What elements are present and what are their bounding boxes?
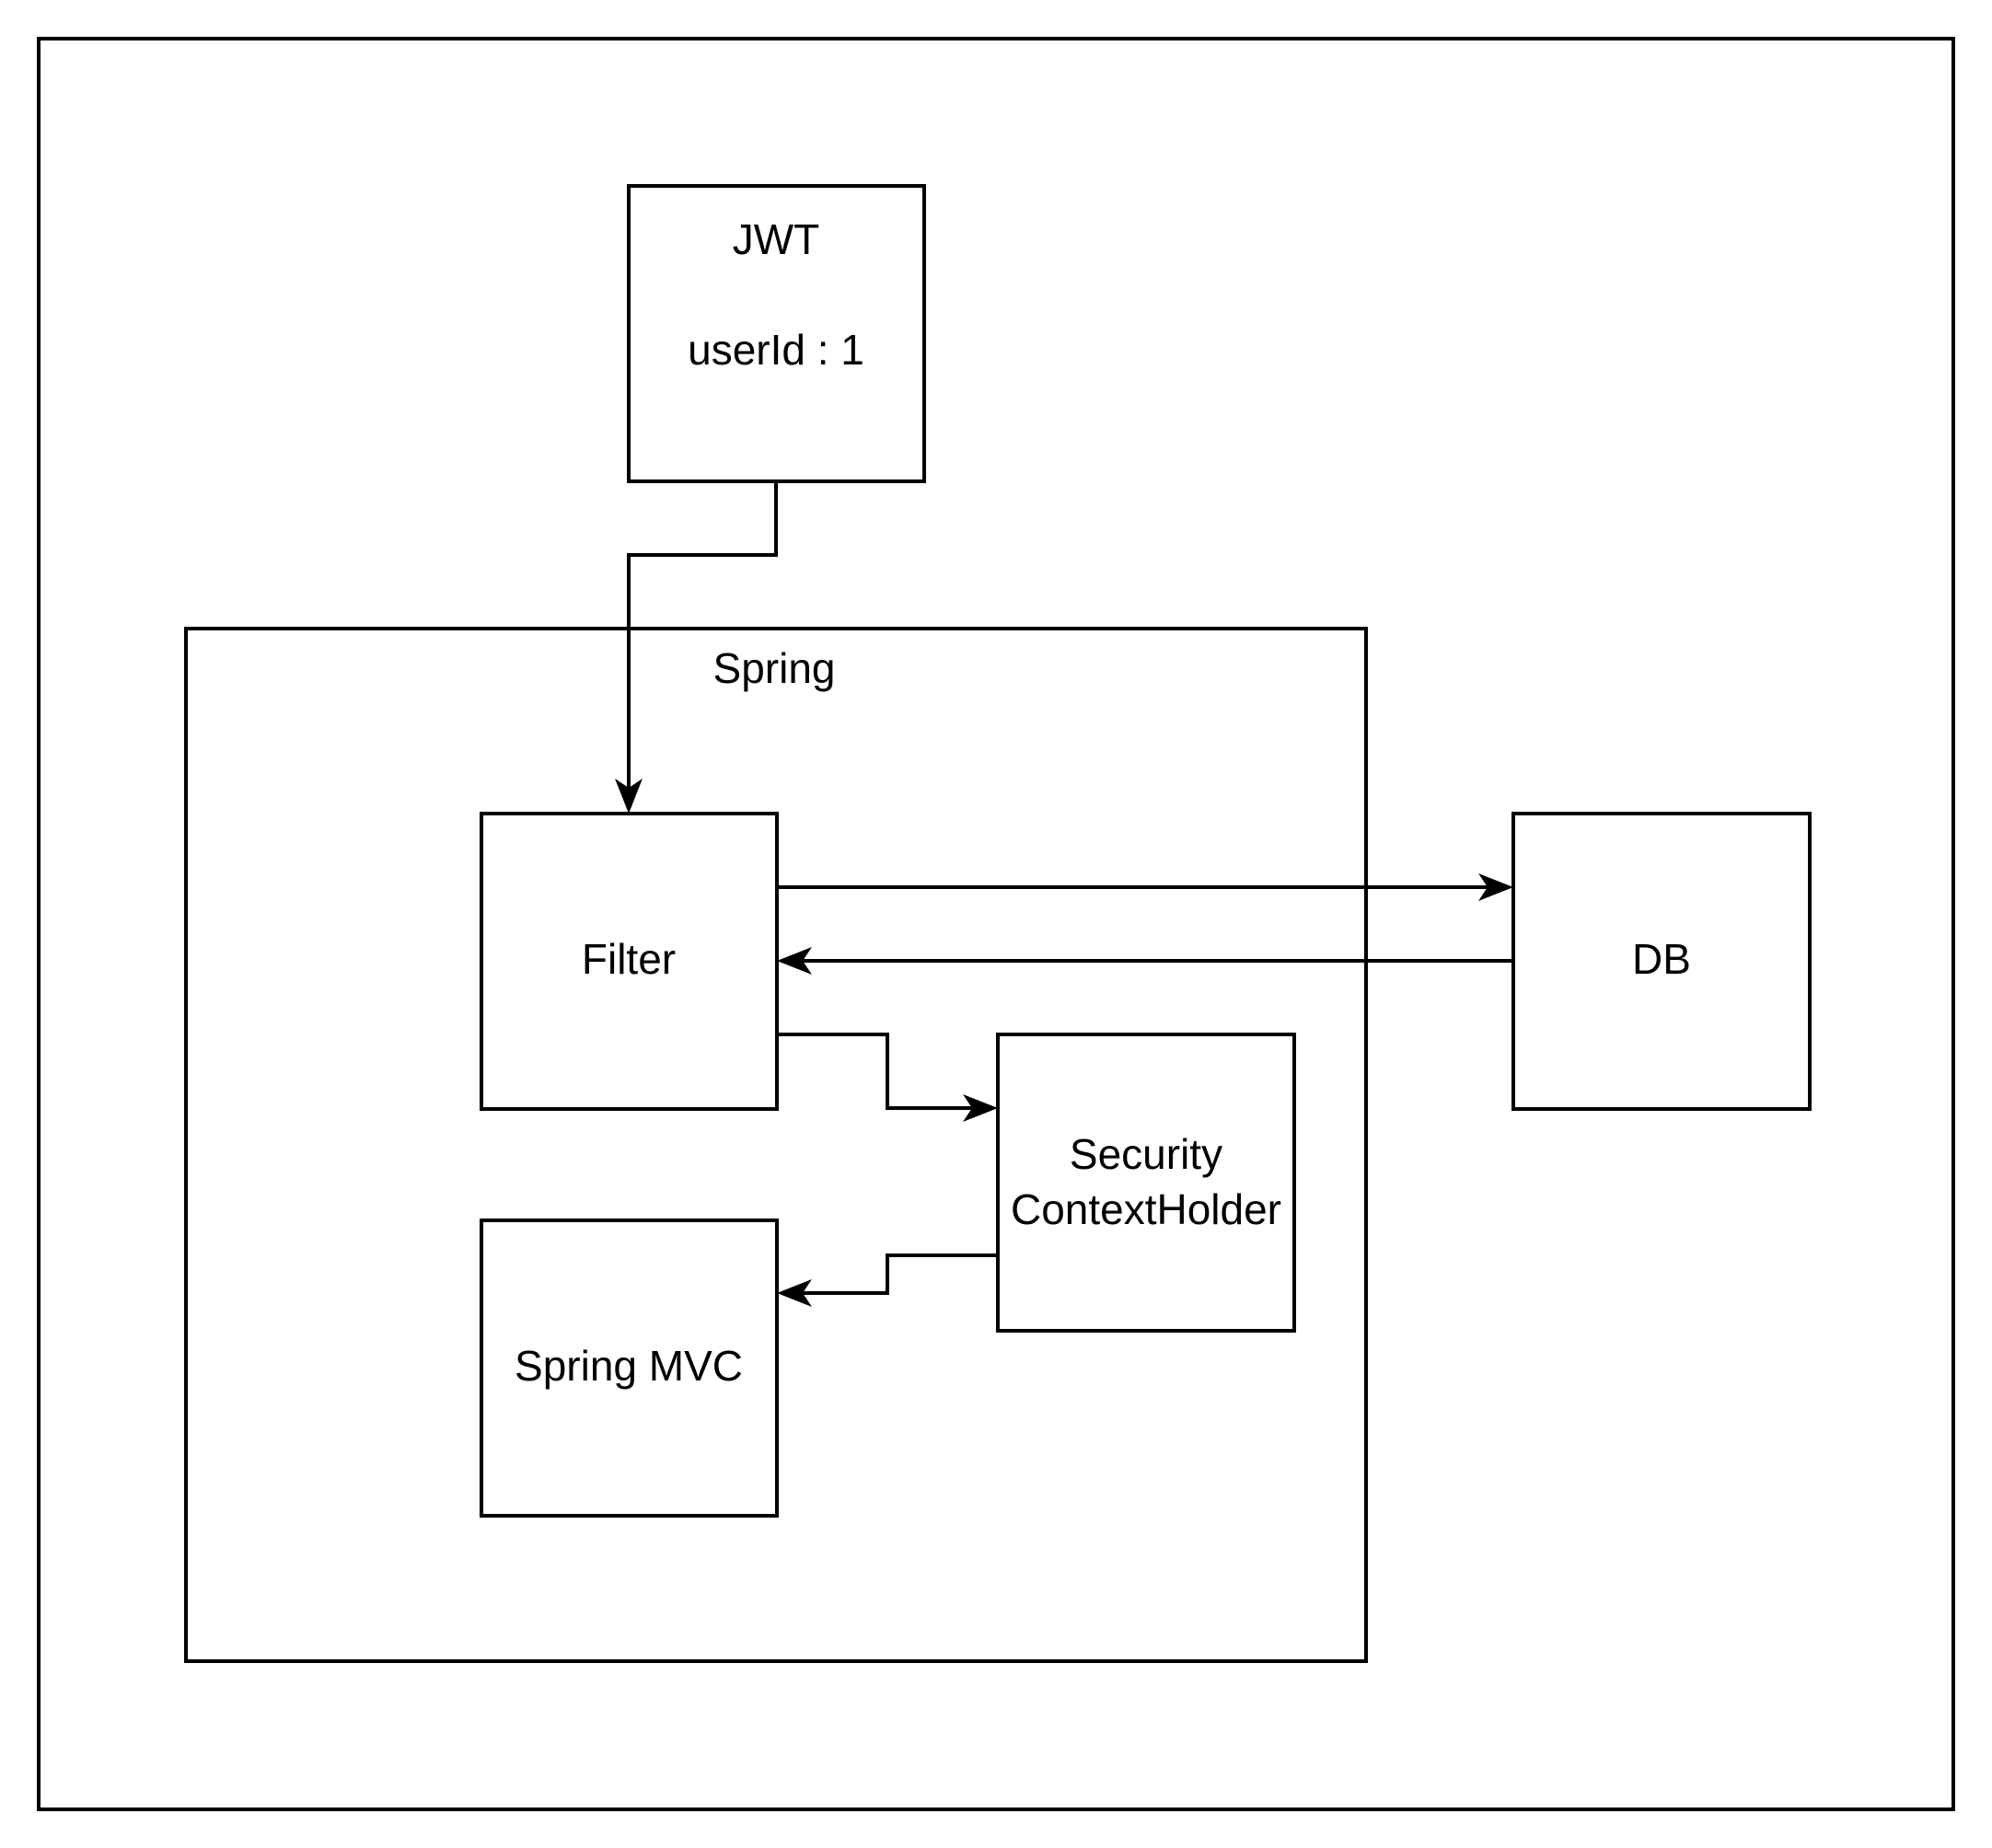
filter-box xyxy=(480,812,779,1111)
security-context-holder-box xyxy=(996,1033,1296,1333)
arrowhead-jwt-to-filter xyxy=(615,779,643,814)
security-context-holder-line1: Security xyxy=(1070,1130,1222,1178)
edges xyxy=(615,481,1513,1307)
arrowhead-security-to-springmvc xyxy=(777,1279,812,1307)
edge-security-to-springmvc xyxy=(799,1253,998,1295)
edge-filter-to-security xyxy=(777,1033,976,1110)
jwt-title: JWT xyxy=(733,215,820,263)
spring-mvc-label: Spring MVC xyxy=(515,1342,743,1390)
db-node: DB xyxy=(1511,812,1812,1111)
spring-mvc-node: Spring MVC xyxy=(480,1219,779,1518)
edge-jwt-to-filter xyxy=(627,481,778,791)
arrowhead-db-to-filter xyxy=(777,947,812,975)
jwt-node: JWT userId : 1 xyxy=(627,184,926,483)
spring-container-border xyxy=(184,627,1368,1663)
arrowhead-filter-to-db xyxy=(1478,873,1513,901)
jwt-detail: userId : 1 xyxy=(688,326,864,374)
spring-mvc-box xyxy=(480,1219,779,1518)
security-context-holder-node: Security ContextHolder xyxy=(996,1033,1296,1333)
jwt-box xyxy=(627,184,926,483)
filter-node: Filter xyxy=(480,812,779,1111)
db-box xyxy=(1511,812,1812,1111)
filter-label: Filter xyxy=(582,935,676,983)
spring-container-label: Spring xyxy=(713,644,836,692)
security-context-holder-line2: ContextHolder xyxy=(1011,1185,1281,1233)
spring-container: Spring xyxy=(184,627,1368,1663)
db-label: DB xyxy=(1632,935,1691,983)
outer-frame xyxy=(37,37,1955,1811)
arrowhead-filter-to-security xyxy=(963,1094,998,1122)
